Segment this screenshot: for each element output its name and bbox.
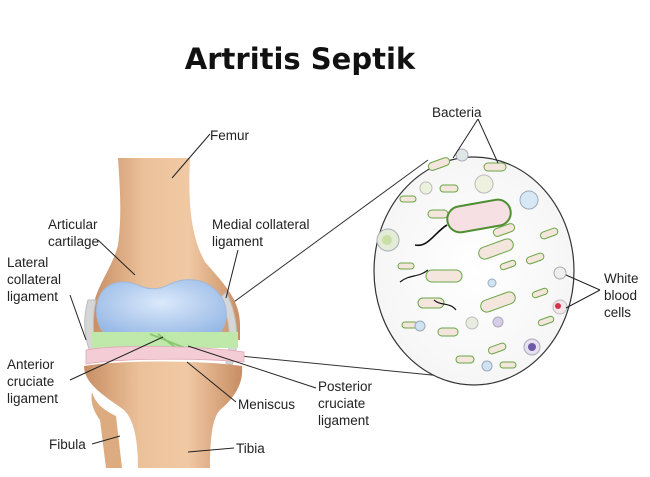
label-tibia: Tibia <box>236 441 265 456</box>
white-blood-cells <box>376 148 568 372</box>
zoom-circle <box>373 156 575 386</box>
label-femur: Femur <box>210 128 250 143</box>
label-lateral-collateral-ligament: Lateral collateral ligament <box>7 255 62 304</box>
bacterium-flagellum-2 <box>399 269 429 283</box>
label-posterior-cruciate-ligament: Posterior cruciate ligament <box>318 379 373 428</box>
meniscus-shape <box>85 345 245 365</box>
fibula-bone <box>91 392 122 468</box>
label-meniscus: Meniscus <box>238 397 296 412</box>
large-bacterium <box>446 198 512 234</box>
tibia-bone <box>84 361 243 468</box>
label-anterior-cruciate-ligament: Anterior cruciate ligament <box>7 357 59 406</box>
articular-cartilage <box>96 279 227 339</box>
label-articular-cartilage: Articular cartilage <box>48 217 100 249</box>
bacteria-group <box>397 157 559 369</box>
leader-lines <box>69 118 601 453</box>
label-white-blood-cells: White blood cells <box>604 271 639 320</box>
bacterium-flagellum-3 <box>433 299 457 311</box>
label-fibula: Fibula <box>49 437 86 452</box>
label-medial-collateral-ligament: Medial collateral ligament <box>212 217 310 249</box>
label-bacteria: Bacteria <box>432 105 482 120</box>
anterior-cruciate-fibers <box>149 333 186 349</box>
bacterium-flagellum <box>414 224 448 247</box>
page-title: Artritis Septik <box>184 42 416 76</box>
